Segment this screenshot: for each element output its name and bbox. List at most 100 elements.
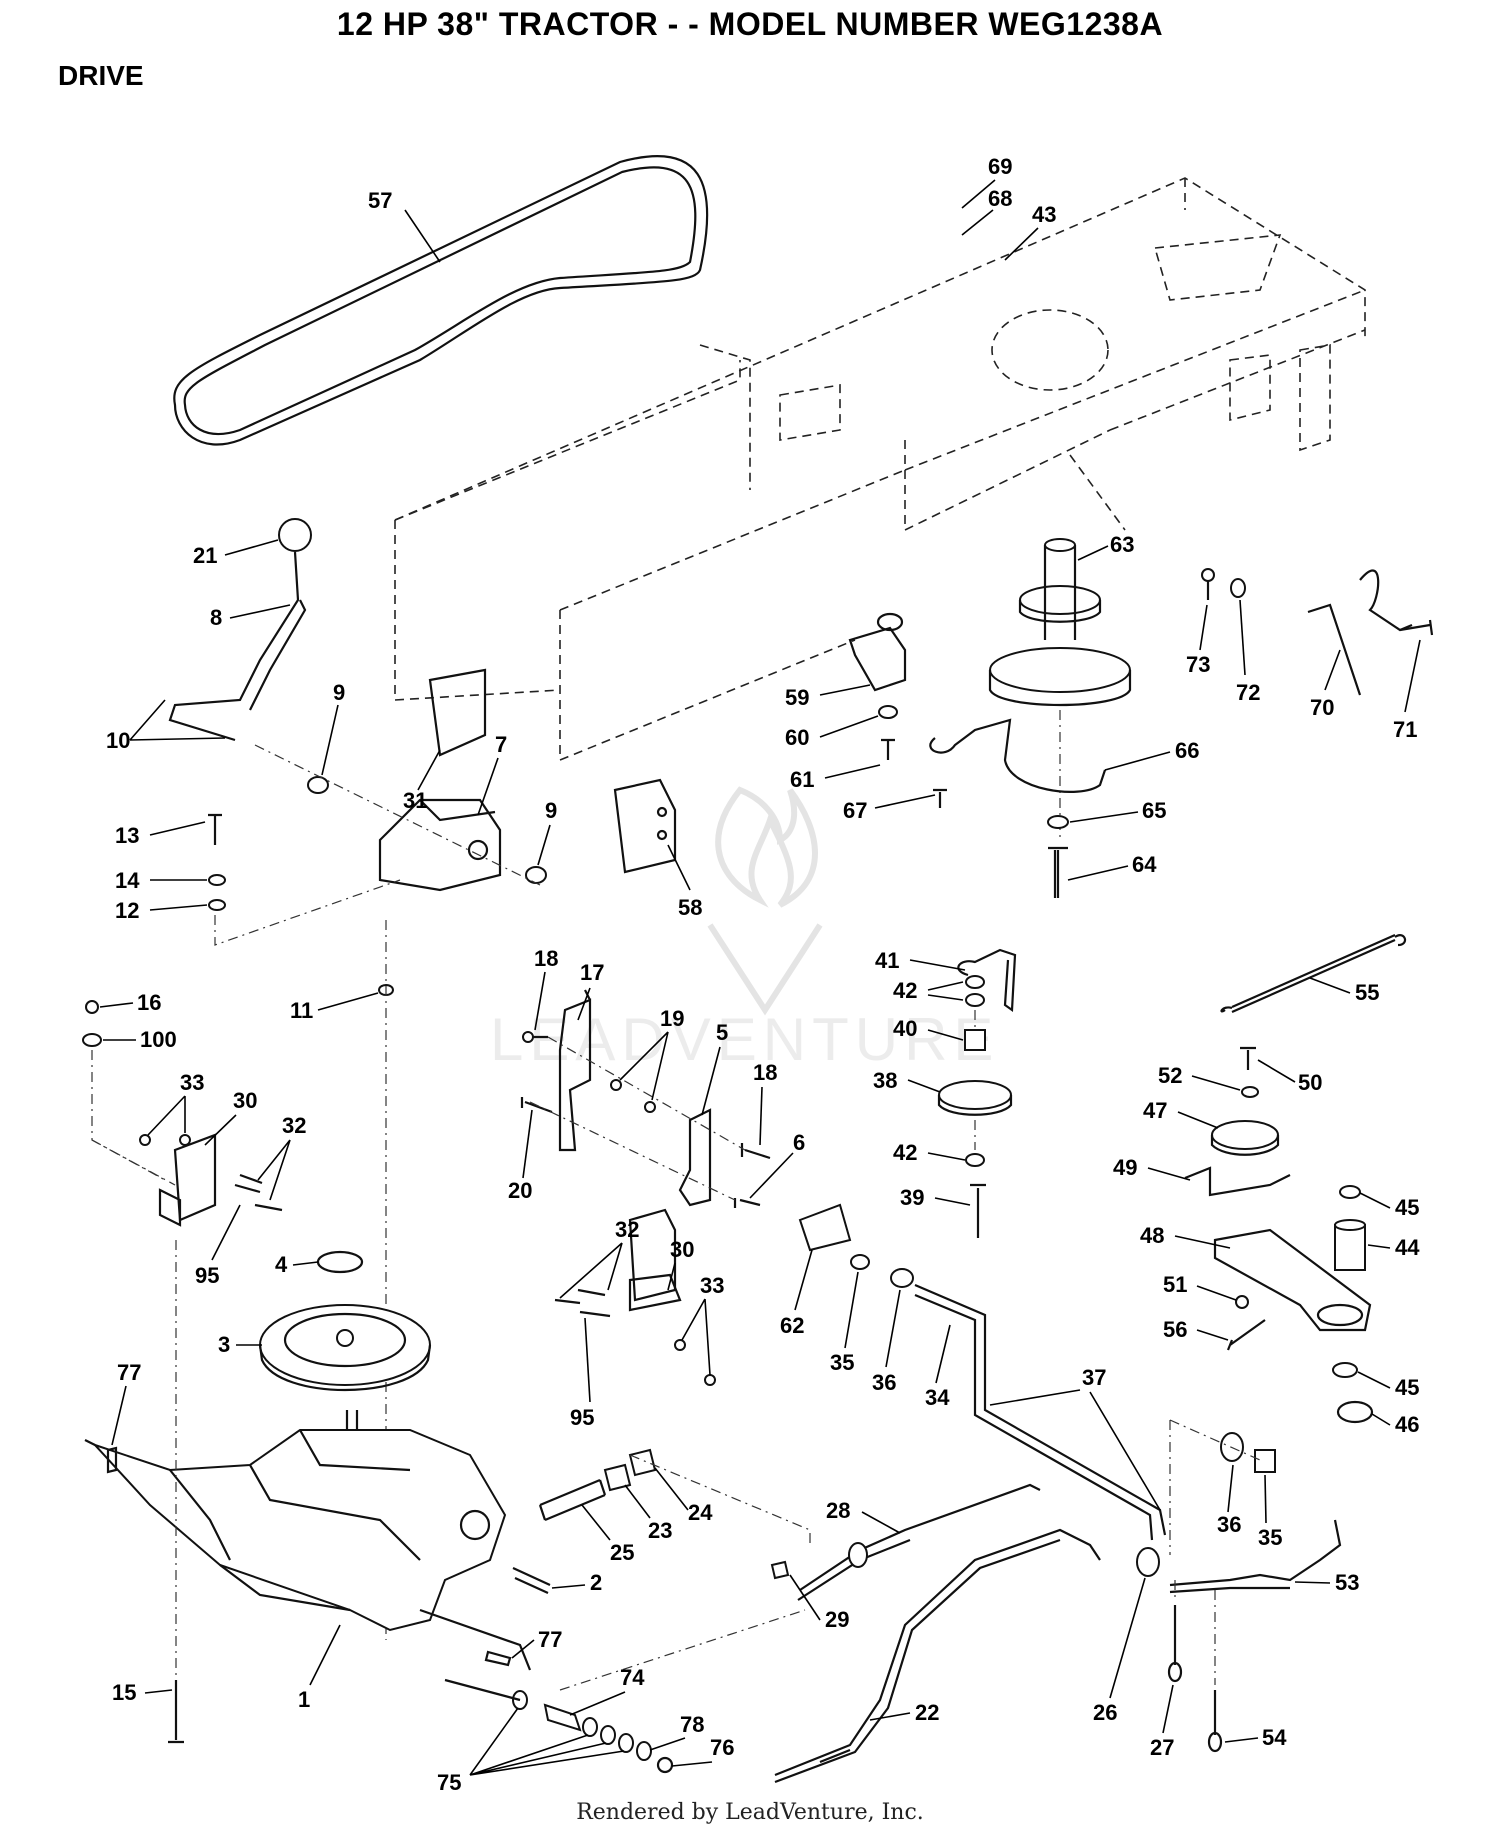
watermark-text: LEADVENTURE — [490, 1006, 999, 1073]
callout-13: 13 — [115, 823, 139, 848]
callout-76: 76 — [710, 1735, 734, 1760]
bolt-15 — [168, 1680, 184, 1744]
callout-32b: 32 — [615, 1217, 639, 1242]
callout-33b: 33 — [700, 1273, 724, 1298]
callout-35a: 35 — [830, 1350, 854, 1375]
bushing-62 — [798, 1203, 852, 1252]
callout-17: 17 — [580, 960, 604, 985]
callout-78: 78 — [680, 1712, 704, 1737]
callout-50: 50 — [1298, 1070, 1322, 1095]
callout-36b: 36 — [1217, 1512, 1241, 1537]
callout-62: 62 — [780, 1313, 804, 1338]
callout-36a: 36 — [872, 1370, 896, 1395]
callout-23: 23 — [648, 1518, 672, 1543]
callout-47: 47 — [1143, 1098, 1167, 1123]
callout-7: 7 — [495, 732, 507, 757]
mounting-plate-left — [173, 1133, 217, 1222]
spring-wire — [1307, 569, 1413, 696]
callouts: 57 69 68 43 21 8 9 10 31 7 9 13 14 12 58… — [99, 154, 1421, 1795]
brake-rod-22 — [774, 1528, 1101, 1777]
callout-20: 20 — [508, 1178, 532, 1203]
callout-95b: 95 — [570, 1405, 594, 1430]
callout-45a: 45 — [1395, 1195, 1419, 1220]
callout-72: 72 — [1236, 680, 1260, 705]
callout-42a: 42 — [893, 978, 917, 1003]
frame-outline — [394, 177, 1366, 762]
compression-spring-25 — [538, 1478, 607, 1522]
callout-40: 40 — [893, 1016, 917, 1041]
callout-27: 27 — [1150, 1735, 1174, 1760]
callout-95a: 95 — [195, 1263, 219, 1288]
key-77b — [484, 1650, 512, 1667]
callout-55: 55 — [1355, 980, 1379, 1005]
callout-51: 51 — [1163, 1272, 1187, 1297]
callout-70: 70 — [1310, 695, 1334, 720]
callout-31: 31 — [403, 788, 427, 813]
shift-rod-34 — [914, 1283, 1167, 1536]
callout-57: 57 — [368, 188, 392, 213]
callout-43: 43 — [1032, 202, 1056, 227]
shift-lever — [168, 551, 300, 742]
callout-54: 54 — [1262, 1725, 1287, 1750]
callout-64: 64 — [1132, 852, 1157, 877]
callout-60: 60 — [785, 725, 809, 750]
callout-61: 61 — [790, 767, 814, 792]
callout-8: 8 — [210, 605, 222, 630]
callout-35b: 35 — [1258, 1525, 1282, 1550]
spring-clip-41 — [957, 948, 1017, 1013]
washer — [307, 776, 329, 794]
callout-10: 10 — [106, 728, 130, 753]
callout-21: 21 — [193, 543, 217, 568]
callout-4: 4 — [275, 1252, 288, 1277]
callout-48: 48 — [1140, 1223, 1164, 1248]
callout-9b: 9 — [545, 798, 557, 823]
callout-12: 12 — [115, 898, 139, 923]
callout-42b: 42 — [893, 1140, 917, 1165]
spacer-plate — [428, 668, 487, 757]
callout-66: 66 — [1175, 738, 1199, 763]
callout-16: 16 — [137, 990, 161, 1015]
callout-52: 52 — [1158, 1063, 1182, 1088]
drive-belt — [173, 155, 709, 446]
bracket-49 — [1184, 1166, 1291, 1197]
key-77 — [106, 1446, 118, 1474]
callout-38: 38 — [873, 1068, 897, 1093]
callout-39: 39 — [900, 1185, 924, 1210]
callout-46: 46 — [1395, 1412, 1419, 1437]
callout-69: 69 — [988, 154, 1012, 179]
retaining-ring-46 — [1336, 1400, 1374, 1424]
callout-15: 15 — [112, 1680, 136, 1705]
callout-18b: 18 — [753, 1060, 777, 1085]
bracket-58 — [613, 778, 677, 874]
callout-71: 71 — [1393, 717, 1417, 742]
section-label: DRIVE — [58, 60, 144, 91]
callout-29: 29 — [825, 1607, 849, 1632]
footer-credit: Rendered by LeadVenture, Inc. — [576, 1800, 924, 1825]
callout-18a: 18 — [534, 946, 558, 971]
callout-44: 44 — [1395, 1235, 1420, 1260]
pulley-assembly — [988, 538, 1132, 707]
rod-53 — [1169, 1519, 1342, 1594]
callout-30a: 30 — [233, 1088, 257, 1113]
callout-30b: 30 — [670, 1237, 694, 1262]
callout-24: 24 — [688, 1500, 713, 1525]
callout-19: 19 — [660, 1006, 684, 1031]
callout-1: 1 — [298, 1687, 310, 1712]
idler-spring-66 — [929, 718, 1107, 793]
callout-75: 75 — [437, 1770, 461, 1795]
callout-56: 56 — [1163, 1317, 1187, 1342]
callout-37: 37 — [1082, 1365, 1106, 1390]
callout-74: 74 — [620, 1665, 645, 1690]
callout-68: 68 — [988, 186, 1012, 211]
callout-49: 49 — [1113, 1155, 1137, 1180]
shift-knob — [278, 518, 312, 552]
bracket-17 — [558, 998, 592, 1152]
callout-9a: 9 — [333, 680, 345, 705]
callout-3: 3 — [218, 1332, 230, 1357]
callout-14: 14 — [115, 868, 140, 893]
callout-58: 58 — [678, 895, 702, 920]
snap-ring-4 — [316, 1250, 364, 1274]
callout-34: 34 — [925, 1385, 950, 1410]
callout-53: 53 — [1335, 1570, 1359, 1595]
